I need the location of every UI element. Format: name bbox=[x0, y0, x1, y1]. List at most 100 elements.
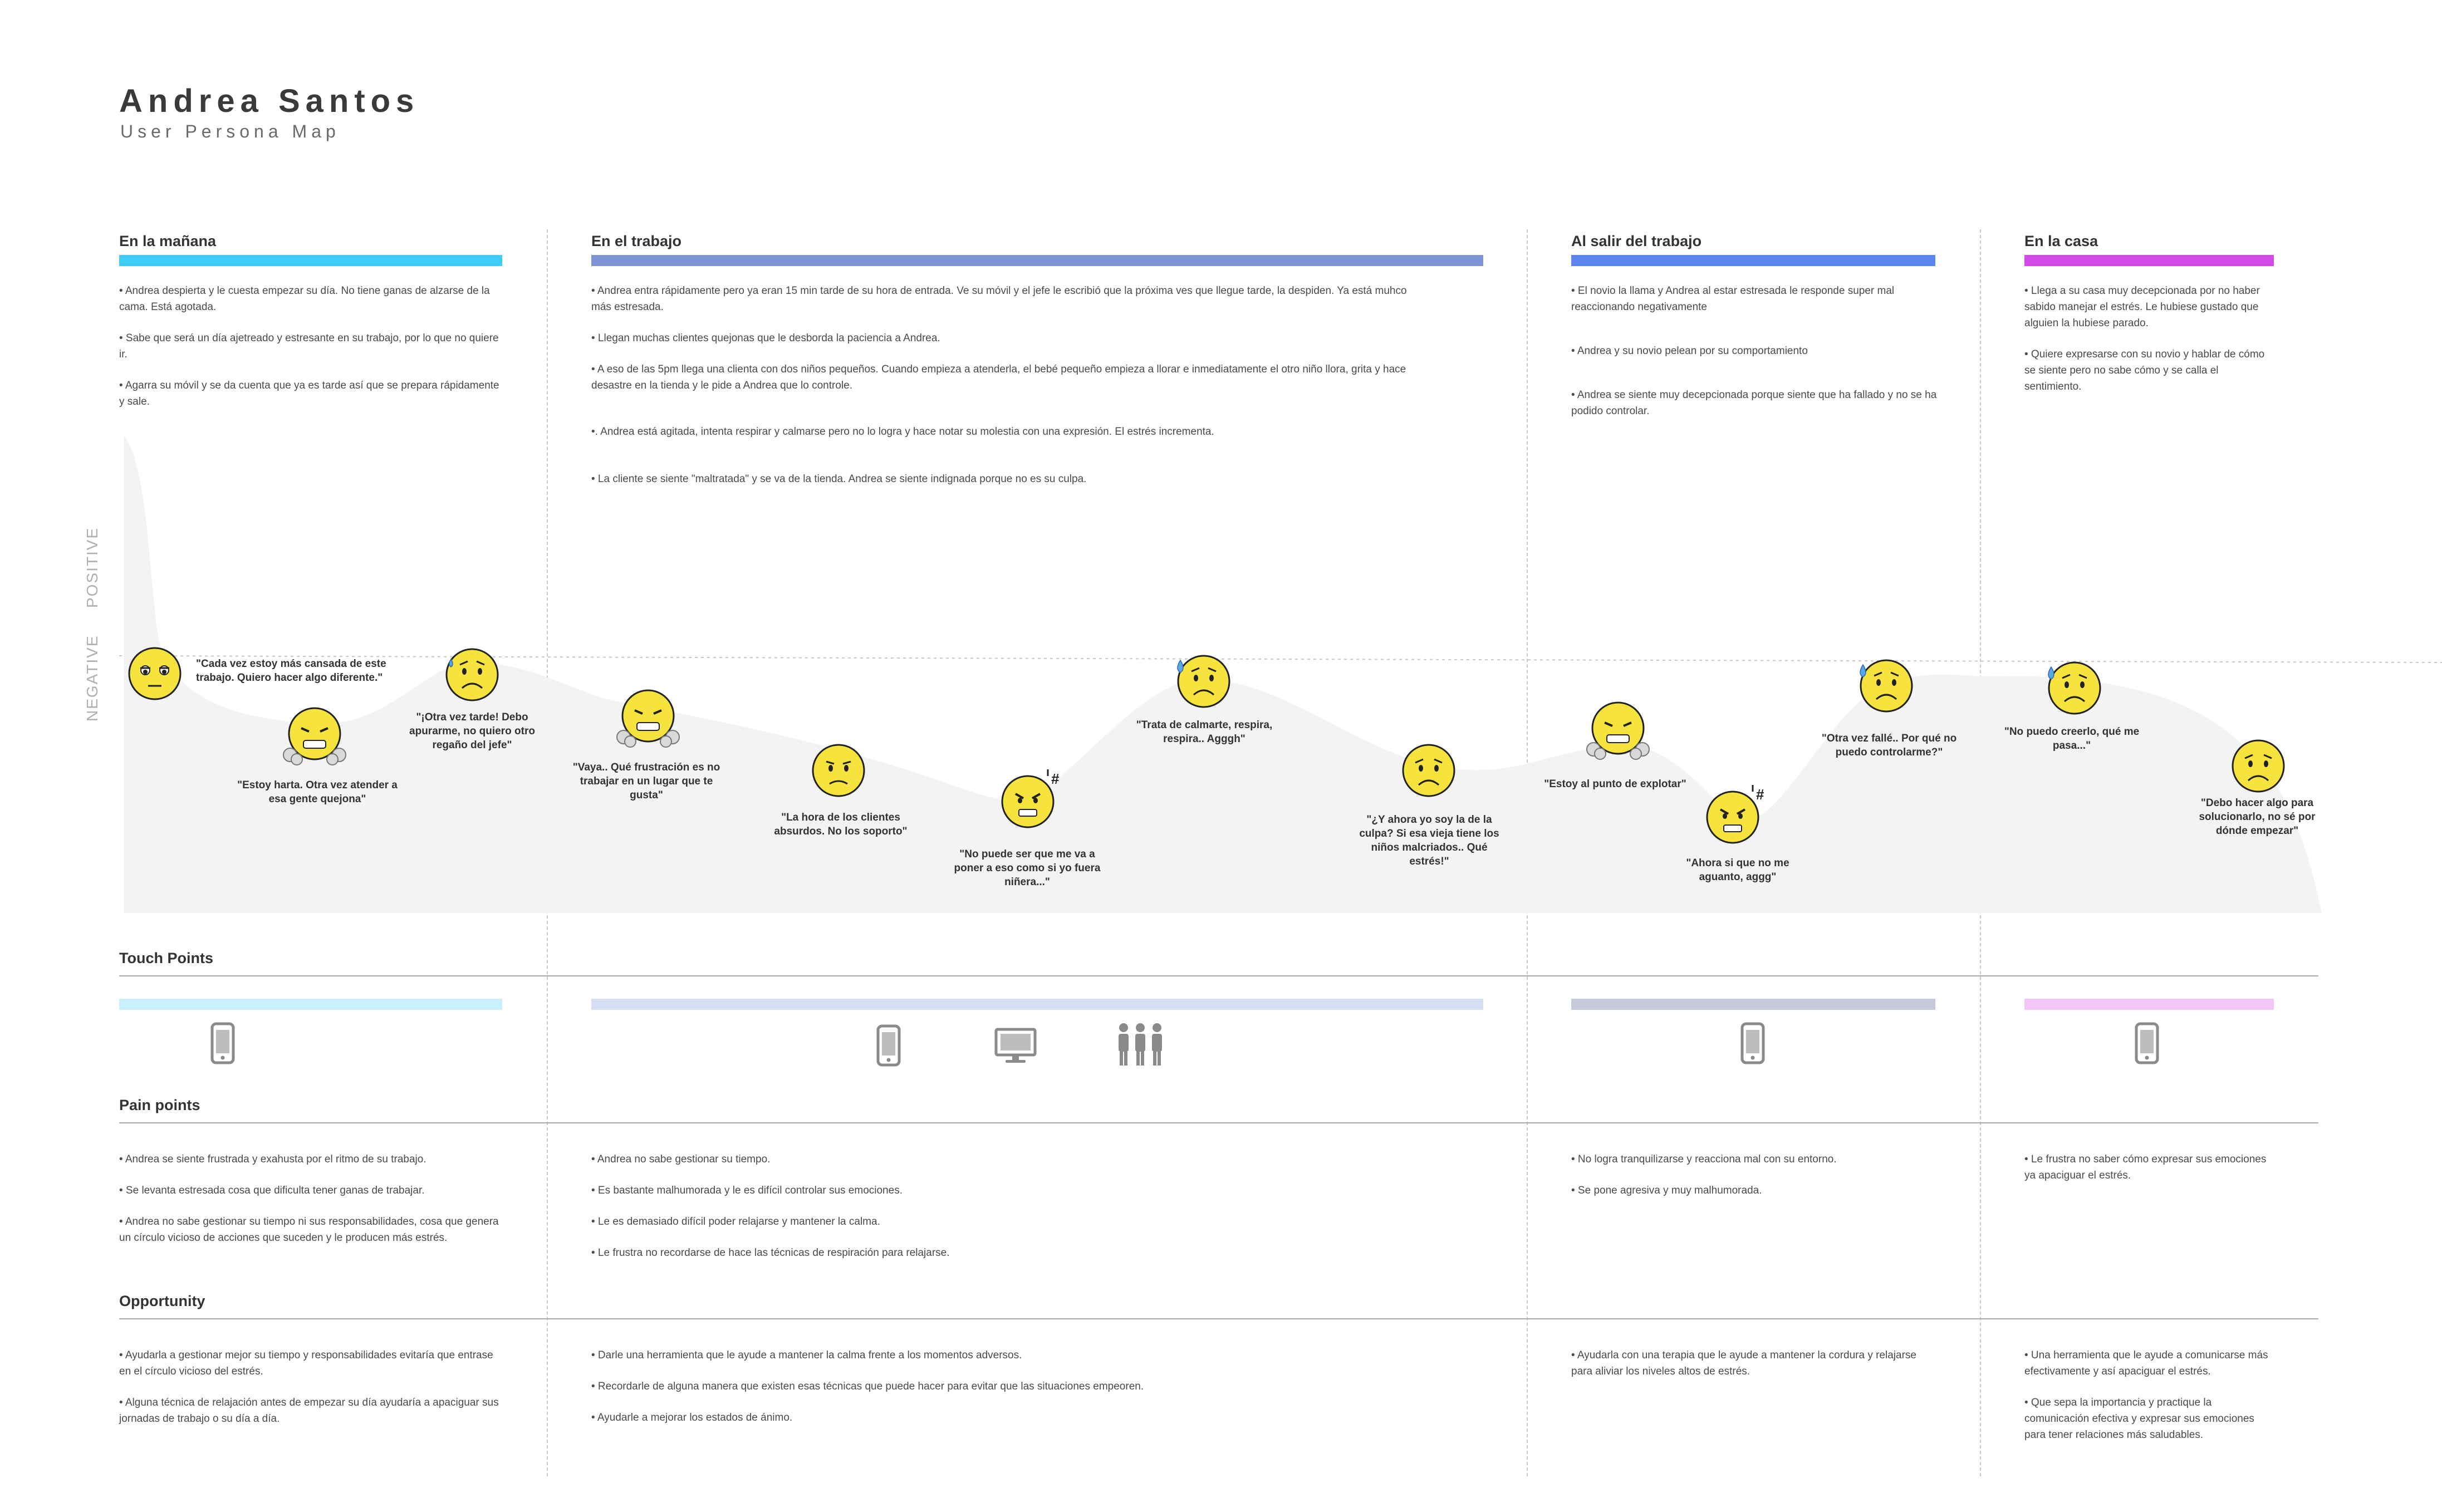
mobile-icon bbox=[210, 1022, 235, 1064]
emotion-quote: "Otra vez fallé.. Por qué no puedo contr… bbox=[1821, 733, 1957, 758]
opportunity-item: • Darle una herramienta que le ayude a m… bbox=[591, 1349, 1022, 1361]
fuming-face-icon bbox=[1586, 701, 1650, 760]
emotion-quote: "Vaya.. Qué frustración es no trabajar e… bbox=[572, 762, 720, 801]
pain-point: • Le frustra no saber cómo expresar sus … bbox=[2024, 1153, 2267, 1181]
pain-points-morning: • Andrea se siente frustrada y exahusta … bbox=[119, 1151, 503, 1261]
pain-points-home: • Le frustra no saber cómo expresar sus … bbox=[2024, 1151, 2269, 1199]
emotion-quote: "Ahora si que no me aguanto, aggg" bbox=[1686, 857, 1789, 883]
stage-bullet: • Llegan muchas clientes quejonas que le… bbox=[591, 332, 940, 344]
stage-bullet: • Andrea despierta y le cuesta empezar s… bbox=[119, 285, 490, 313]
section-divider bbox=[119, 1318, 2318, 1319]
pain-point: • Se levanta estresada cosa que dificult… bbox=[119, 1185, 425, 1196]
section-divider bbox=[119, 975, 2318, 976]
mobile-icon bbox=[1740, 1022, 1765, 1064]
annoyed-face-icon bbox=[812, 744, 865, 797]
stage-bullet: • Quiere expresarse con su novio y habla… bbox=[2024, 348, 2265, 392]
emotion-quote: "No puedo creerlo, qué me pasa..." bbox=[2004, 726, 2140, 752]
mobile-icon bbox=[876, 1024, 901, 1067]
svg-text:#: # bbox=[1051, 770, 1060, 787]
stage-bullet: • Llega a su casa muy decepcionada por n… bbox=[2024, 285, 2260, 329]
emotion-quote: "Cada vez estoy más cansada de este trab… bbox=[196, 658, 386, 684]
emotion-area bbox=[124, 435, 2322, 913]
pain-point: • Andrea se siente frustrada y exahusta … bbox=[119, 1153, 426, 1165]
page-subtitle: User Persona Map bbox=[120, 121, 340, 141]
stage-title-home: En la casa bbox=[2024, 233, 2098, 249]
svg-text:#: # bbox=[1756, 786, 1764, 803]
opportunity-item: • Ayudarla con una terapia que le ayude … bbox=[1571, 1349, 1916, 1377]
emotion-quote: "Debo hacer algo para solucionarlo, no s… bbox=[2199, 797, 2316, 837]
tired-face-icon bbox=[128, 647, 182, 700]
fuming-face-icon bbox=[616, 689, 680, 748]
stage-bullet: • Sabe que será un día ajetreado y estre… bbox=[119, 332, 499, 360]
stage-bullet: •. Andrea está agitada, intenta respirar… bbox=[591, 426, 1214, 438]
sad-face-icon bbox=[2232, 739, 2285, 793]
stage-bullet: • Andrea se siente muy decepcionada porq… bbox=[1571, 389, 1937, 417]
pain-point: • Es bastante malhumorada y le es difíci… bbox=[591, 1185, 903, 1196]
opportunity-item: • Recordarle de alguna manera que existe… bbox=[591, 1381, 1144, 1392]
pain-point: • Le es demasiado difícil poder relajars… bbox=[591, 1216, 880, 1228]
opportunity-item: • Alguna técnica de relajación antes de … bbox=[119, 1397, 499, 1425]
anxious-face-icon bbox=[2048, 661, 2101, 715]
section-title-touch-points: Touch Points bbox=[119, 950, 213, 966]
stage-bar-work bbox=[591, 255, 1483, 266]
opportunities-leaving-work: • Ayudarla con una terapia que le ayude … bbox=[1571, 1347, 1939, 1395]
pain-point: • Le frustra no recordarse de hace las t… bbox=[591, 1247, 950, 1259]
angry-face-icon: # bbox=[1706, 785, 1764, 844]
pain-point: • Andrea no sabe gestionar su tiempo ni … bbox=[119, 1216, 499, 1244]
stage-bar-morning bbox=[119, 255, 502, 266]
stage-bullets-morning: • Andrea despierta y le cuesta empezar s… bbox=[119, 283, 503, 425]
stage-bullet: • Andrea entra rápidamente pero ya eran … bbox=[591, 285, 1407, 313]
pain-point: • No logra tranquilizarse y reacciona ma… bbox=[1571, 1153, 1837, 1165]
stage-bullets-work: • Andrea entra rápidamente pero ya eran … bbox=[591, 283, 1421, 502]
stage-bullet: • A eso de las 5pm llega una clienta con… bbox=[591, 364, 1406, 391]
pain-point: • Se pone agresiva y muy malhumorada. bbox=[1571, 1185, 1762, 1196]
neutral-line bbox=[119, 655, 2442, 663]
stage-bullet: • La cliente se siente "maltratada" y se… bbox=[591, 473, 1087, 485]
emotion-quote: "La hora de los clientes absurdos. No lo… bbox=[774, 812, 908, 837]
angry-face-icon: # bbox=[1001, 769, 1060, 828]
opportunity-item: • Que sepa la importancia y practique la… bbox=[2024, 1397, 2254, 1441]
section-divider bbox=[119, 1122, 2318, 1123]
emotion-quote: "No puede ser que me va a poner a eso co… bbox=[954, 848, 1101, 888]
emotion-quote: "Estoy harta. Otra vez atender a esa gen… bbox=[237, 779, 398, 805]
stage-bullets-leaving-work: • El novio la llama y Andrea al estar es… bbox=[1571, 283, 1939, 434]
section-title-pain-points: Pain points bbox=[119, 1097, 200, 1113]
emotion-quote: "Trata de calmarte, respira, respira.. A… bbox=[1136, 719, 1273, 745]
anxious-face-icon bbox=[1860, 659, 1913, 713]
touch-point-bar bbox=[2024, 999, 2274, 1010]
stage-bullet: • El novio la llama y Andrea al estar es… bbox=[1571, 285, 1895, 313]
touch-point-bar bbox=[119, 999, 502, 1010]
emotion-quote: "Estoy al punto de explotar" bbox=[1544, 778, 1686, 790]
monitor-icon bbox=[994, 1028, 1037, 1063]
anxious-face-icon bbox=[1177, 655, 1230, 708]
opportunities-home: • Una herramienta que le ayude a comunic… bbox=[2024, 1347, 2269, 1458]
section-title-opportunity: Opportunity bbox=[119, 1293, 205, 1309]
stage-bullets-home: • Llega a su casa muy decepcionada por n… bbox=[2024, 283, 2269, 410]
opportunities-work: • Darle una herramienta que le ayude a m… bbox=[591, 1347, 1426, 1441]
stage-bullet: • Agarra su móvil y se da cuenta que ya … bbox=[119, 380, 499, 408]
stage-bar-leaving-work bbox=[1571, 255, 1935, 266]
pain-points-leaving-work: • No logra tranquilizarse y reacciona ma… bbox=[1571, 1151, 1939, 1214]
emotion-quote: "¡Otra vez tarde! Debo apurarme, no quie… bbox=[409, 711, 535, 751]
people-icon bbox=[1119, 1023, 1162, 1066]
stage-title-leaving-work: Al salir del trabajo bbox=[1571, 233, 1702, 249]
stage-bullet: • Andrea y su novio pelean por su compor… bbox=[1571, 345, 1808, 357]
opportunities-morning: • Ayudarla a gestionar mejor su tiempo y… bbox=[119, 1347, 503, 1442]
touch-point-bar bbox=[591, 999, 1483, 1010]
stage-title-morning: En la mañana bbox=[119, 233, 217, 249]
touch-point-bar bbox=[1571, 999, 1935, 1010]
stage-bar-home bbox=[2024, 255, 2274, 266]
stage-title-work: En el trabajo bbox=[591, 233, 682, 249]
page-title: Andrea Santos bbox=[119, 83, 420, 119]
pain-point: • Andrea no sabe gestionar su tiempo. bbox=[591, 1153, 771, 1165]
fuming-face-icon bbox=[283, 707, 346, 765]
pain-points-work: • Andrea no sabe gestionar su tiempo. • … bbox=[591, 1151, 1426, 1276]
opportunity-item: • Ayudarla a gestionar mejor su tiempo y… bbox=[119, 1349, 493, 1377]
mobile-icon bbox=[2135, 1022, 2159, 1064]
opportunity-item: • Una herramienta que le ayude a comunic… bbox=[2024, 1349, 2268, 1377]
sad-face-icon bbox=[1402, 744, 1455, 797]
worried-face-icon bbox=[445, 648, 499, 701]
opportunity-item: • Ayudarle a mejorar los estados de ánim… bbox=[591, 1412, 793, 1423]
emotion-quote: "¿Y ahora yo soy la de la culpa? Si esa … bbox=[1359, 814, 1499, 867]
